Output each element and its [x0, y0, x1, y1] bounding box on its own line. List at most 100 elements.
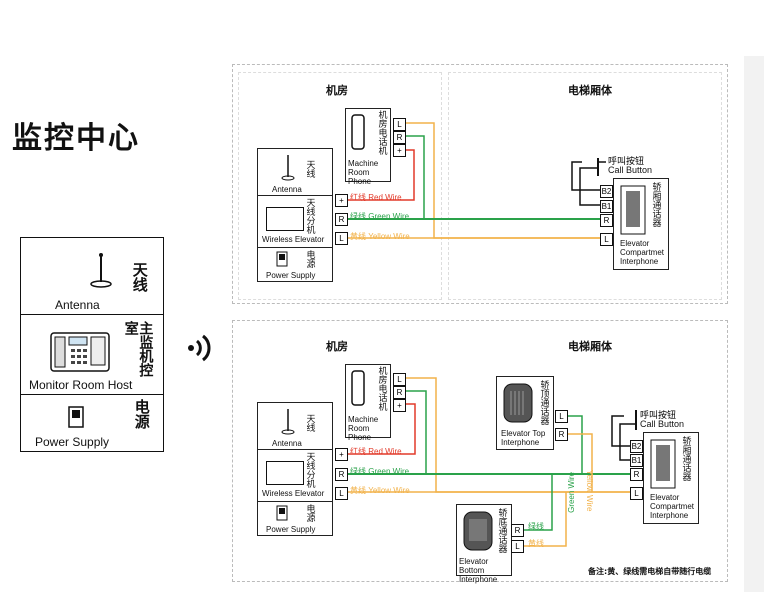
top-wireless-cell: Wireless Elevator [258, 195, 332, 248]
monitor-en-label: Monitor Room Host [29, 378, 133, 392]
power-row: 电源 Power Supply [21, 395, 163, 453]
top-unit-port-r: R [335, 213, 348, 226]
antenna-row: 天线 Antenna [21, 238, 163, 315]
bottom-antenna-cn: 天线 [304, 414, 315, 432]
bottom-phone-port-r: R [393, 386, 406, 399]
bottom-car-port-l: L [630, 487, 643, 500]
antenna-icon [281, 155, 295, 181]
top-machine-phone-cn: 机房电话机 [376, 110, 387, 155]
desk-phone-icon [50, 332, 110, 372]
top-car-interphone: Elevator Compartmet Interphone [613, 178, 669, 270]
top-phone-port-plus: + [393, 144, 406, 157]
bottom-red-wire-label: 红线 Red Wire [350, 447, 402, 456]
bottom-yellow-short-label: 黄线 [528, 539, 544, 548]
top-wireless-en: Wireless Elevator [262, 235, 325, 244]
wireless-box-icon [266, 207, 304, 231]
top-car-port-l: L [600, 233, 613, 246]
bottom-phone-port-l: L [393, 373, 406, 386]
bottom-antenna-cell: Antenna [258, 403, 332, 450]
power-cn-label: 电源 [132, 399, 151, 429]
top-red-wire-line [346, 149, 415, 201]
wiring-note: 备注:黄、绿线需电梯自带随行电缆 [588, 567, 712, 576]
bottom-interphone-cn: 轿底通话器 [496, 508, 507, 553]
bottom-machine-room-phone: Machine Room Phone [345, 364, 391, 442]
bottom-machine-room-title: 机房 [326, 340, 348, 353]
bottom-power-cell: Power Supply [258, 501, 332, 535]
side-scroll-strip [744, 56, 764, 592]
bottom-phone-port-plus: + [393, 399, 406, 412]
antenna-cn-label: 天线 [130, 262, 149, 292]
antenna-icon [90, 253, 112, 288]
top-power-cn: 电源 [304, 250, 315, 268]
top-car-port-r: R [600, 214, 613, 227]
top-machine-room-area [238, 72, 442, 300]
bottom-green-wire-vertical: Green Wire [567, 472, 576, 513]
top-car-port-b1: B1 [600, 200, 613, 213]
top-power-cell: Power Supply [258, 247, 332, 281]
top-wireless-unit: Antenna Wireless Elevator Power Supply [257, 148, 333, 282]
top-interphone-cn: 轿顶通话器 [538, 380, 549, 425]
top-wireless-cn: 天线分机 [304, 198, 315, 234]
bottom-power-cn: 电源 [304, 504, 315, 522]
interphone-panel-icon [650, 439, 676, 489]
bottom-wireless-cell: Wireless Elevator [258, 449, 332, 502]
top-yellow-wire-label: 黄线 Yellow Wire [350, 232, 410, 241]
handset-icon [351, 370, 365, 406]
top-unit-port-l: L [335, 232, 348, 245]
bottom-car-interphone-en: Elevator Compartmet Interphone [650, 493, 695, 520]
bottom-interphone-port-r: R [511, 524, 524, 537]
bottom-green-wire-label: 绿线 Green Wire [350, 467, 410, 476]
top-red-wire-label: 红线 Red Wire [350, 193, 402, 202]
monitor-cn-label: 主监机控室 [122, 321, 154, 377]
antenna-icon [281, 409, 295, 435]
wireless-box-icon [266, 461, 304, 485]
bottom-car-port-r: R [630, 468, 643, 481]
bottom-machine-phone-en: Machine Room Phone [348, 415, 379, 442]
bottom-car-port-b2: B2 [630, 440, 643, 453]
top-interphone-port-r: R [555, 428, 568, 441]
bottom-power-en: Power Supply [266, 525, 316, 534]
top-power-en: Power Supply [266, 271, 316, 280]
top-call-button-cn: 呼叫按钮 [608, 157, 645, 167]
bottom-machine-phone-cn: 机房电话机 [376, 366, 387, 411]
bottom-wireless-cn: 天线分机 [304, 452, 315, 488]
speaker-grille-icon [463, 511, 493, 551]
top-car-port-b2: B2 [600, 185, 613, 198]
page-title: 监控中心 [12, 121, 140, 156]
top-car-interphone-en: Elevator Compartmet Interphone [620, 239, 665, 266]
top-car-interphone-cn: 轿厢通话器 [650, 182, 661, 227]
bottom-interphone-en: Elevator Bottom Interphone [459, 557, 498, 584]
elevator-bottom-interphone: Elevator Bottom Interphone [456, 504, 512, 584]
bottom-yellow-wire-vertical: Yellow Wire [585, 470, 594, 512]
top-antenna-cell: Antenna [258, 149, 332, 196]
bottom-car-interphone-cn: 轿厢通话器 [680, 436, 691, 481]
elevator-top-interphone: Elevator Top Interphone [496, 376, 554, 450]
top-green-wire-label: 绿线 Green Wire [350, 212, 410, 221]
bottom-green-short-label: 绿线 [528, 522, 544, 531]
top-elevator-car-area [448, 72, 722, 300]
handset-icon [351, 114, 365, 150]
top-phone-port-r: R [393, 131, 406, 144]
bottom-unit-port-plus: + [335, 448, 348, 461]
power-supply-icon [68, 406, 84, 428]
bottom-car-port-b1: B1 [630, 454, 643, 467]
bottom-diagram-panel [232, 320, 728, 582]
wireless-signal-icon [188, 334, 211, 362]
antenna-en-label: Antenna [55, 298, 100, 312]
top-unit-port-plus: + [335, 194, 348, 207]
top-diagram-panel [232, 64, 728, 304]
power-en-label: Power Supply [35, 435, 110, 449]
bottom-yellow-wire-label: 黄线 Yellow Wire [350, 486, 410, 495]
top-phone-port-l: L [393, 118, 406, 131]
bottom-unit-port-l: L [335, 487, 348, 500]
top-machine-room-phone: Machine Room Phone [345, 108, 391, 186]
bottom-call-button-en: Call Button [640, 419, 685, 429]
monitor-host-row: 主监机控室 Monitor Room Host [21, 315, 163, 395]
bottom-car-interphone: Elevator Compartmet Interphone [643, 432, 699, 524]
monitor-center-panel: 天线 Antenna 主监机控室 Monitor Room Host 电源 Po… [20, 237, 164, 452]
bottom-antenna-en: Antenna [272, 439, 302, 448]
power-supply-icon [276, 251, 288, 267]
top-call-button-en: Call Button [608, 165, 653, 175]
